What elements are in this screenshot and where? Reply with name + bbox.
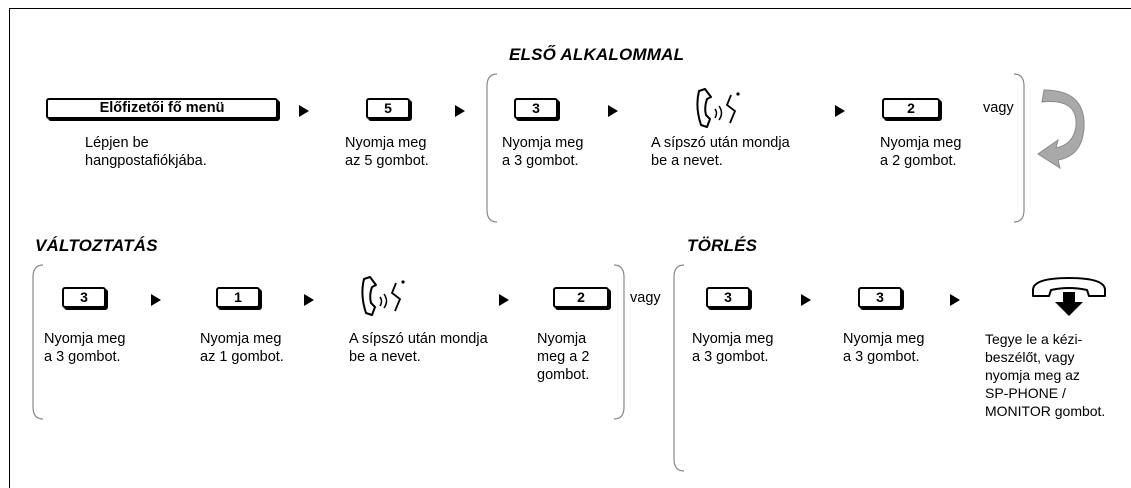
section-heading-delete: TÖRLÉS: [687, 236, 758, 255]
arrow-icon: [499, 294, 509, 306]
caption-press-2: Nyomja meg a 2 gombot.: [880, 135, 962, 169]
caption-say-name: A sípszó után mondja be a nevet.: [651, 135, 790, 169]
key-2-button[interactable]: 2: [882, 98, 940, 119]
arrow-icon: [801, 294, 811, 306]
section-heading-first-time: ELSŐ ALKALOMMAL: [509, 45, 685, 64]
curved-repeat-arrow-icon: [1037, 89, 1085, 170]
section-heading-change: VÁLTOZTATÁS: [35, 236, 158, 255]
arrow-icon: [151, 294, 161, 306]
arrow-icon: [950, 294, 960, 306]
caption-say-name: A sípszó után mondja be a nevet.: [349, 331, 488, 365]
left-bracket: [486, 73, 498, 223]
caption-press-3: Nyomja meg a 3 gombot.: [692, 331, 774, 365]
arrow-icon: [835, 105, 845, 117]
caption-hang-up: Tegye le a kézi- beszélőt, vagy nyomja m…: [985, 331, 1106, 419]
key-1-button[interactable]: 1: [216, 287, 260, 308]
caption-press-2: Nyomja meg a 2 gombot.: [537, 331, 590, 383]
arrow-icon: [299, 105, 309, 117]
arrow-icon: [608, 105, 618, 117]
caption-enter-mailbox: Lépjen be hangpostafiókjába.: [85, 135, 207, 169]
right-bracket: [613, 264, 625, 420]
or-label: vagy: [983, 100, 1014, 116]
handset-speaking-icon: [361, 276, 405, 316]
key-5-button[interactable]: 5: [366, 98, 410, 119]
key-2-button[interactable]: 2: [553, 287, 609, 308]
arrow-icon: [304, 294, 314, 306]
handset-speaking-icon: [696, 88, 740, 128]
caption-press-3: Nyomja meg a 3 gombot.: [843, 331, 925, 365]
left-bracket: [32, 264, 44, 420]
caption-press-1: Nyomja meg az 1 gombot.: [200, 331, 284, 365]
key-3-button[interactable]: 3: [514, 98, 558, 119]
diagram-frame: [9, 8, 1131, 488]
left-bracket: [673, 264, 685, 472]
caption-press-5: Nyomja meg az 5 gombot.: [345, 135, 429, 169]
key-3-button[interactable]: 3: [706, 287, 750, 308]
subscriber-main-menu-button[interactable]: Előfizetői fő menü: [46, 98, 278, 119]
key-3-button[interactable]: 3: [858, 287, 902, 308]
handset-hangup-icon: [1032, 277, 1106, 316]
right-bracket: [1013, 73, 1025, 223]
key-3-button[interactable]: 3: [62, 287, 106, 308]
caption-press-3: Nyomja meg a 3 gombot.: [44, 331, 126, 365]
or-label: vagy: [630, 290, 661, 306]
caption-press-3: Nyomja meg a 3 gombot.: [502, 135, 584, 169]
arrow-icon: [455, 105, 465, 117]
